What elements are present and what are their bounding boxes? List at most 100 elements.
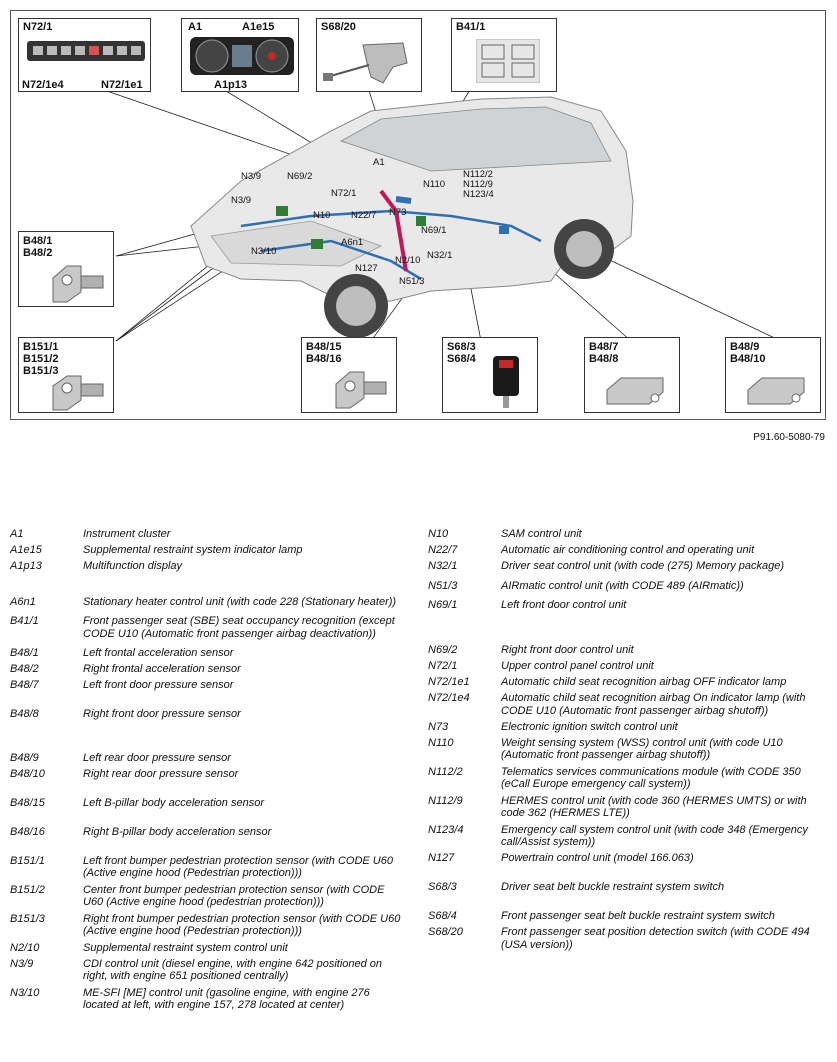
- legend-code: A6n1: [10, 595, 36, 608]
- callout-b48-15: B48/15 B48/16: [301, 337, 397, 413]
- callout-label: B48/10: [730, 353, 766, 365]
- car-label: N112/9: [463, 179, 493, 190]
- car-label: N3/10: [251, 246, 276, 257]
- callout-b48-7: B48/7 B48/8: [584, 337, 680, 413]
- legend-desc: Driver seat control unit (with code (275…: [501, 560, 785, 572]
- legend-code: A1p13: [10, 560, 42, 572]
- legend-code: N72/1: [428, 659, 458, 672]
- legend-code: B41/1: [10, 615, 39, 627]
- legend-desc: Stationary heater control unit (with cod…: [83, 595, 397, 608]
- acceleration-sensor-image: [52, 265, 104, 303]
- component-location-diagram: N3/9 N69/2 A1 N72/1 N110 N112/2 N112/9 N…: [10, 10, 826, 420]
- legend-code: B48/16: [10, 826, 45, 838]
- callout-b151: B151/1 B151/2 B151/3: [18, 337, 114, 413]
- car-label: N2/10: [395, 255, 420, 266]
- callout-label: S68/4: [447, 353, 476, 365]
- car-labels: N3/9 N69/2 A1 N72/1 N110 N112/2 N112/9 N…: [231, 157, 494, 287]
- legend-desc: Left frontal acceleration sensor: [83, 647, 234, 659]
- legend-desc: Electronic ignition switch control unit: [501, 720, 678, 733]
- legend-desc: SAM control unit: [501, 528, 582, 540]
- car-label: N3/9: [231, 195, 251, 206]
- legend-desc: Supplemental restraint system control un…: [83, 941, 288, 954]
- legend-row: N10 SAM control unit: [428, 528, 828, 541]
- vehicle-illustration: N3/9 N69/2 A1 N72/1 N110 N112/2 N112/9 N…: [100, 70, 782, 342]
- legend-row: B48/10 Right rear door pressure sensor: [10, 768, 410, 781]
- callout-label: B48/2: [23, 247, 53, 259]
- instrument-cluster-image: [190, 37, 294, 75]
- legend-code: A1: [10, 528, 24, 540]
- legend-desc: Right front door pressure sensor: [83, 707, 241, 720]
- legend-desc: Multifunction display: [83, 560, 183, 572]
- legend-code: B151/3: [10, 912, 45, 925]
- diagram-reference-number: P91.60-5080-79: [753, 432, 825, 443]
- legend-desc: Right B-pillar body acceleration sensor: [83, 826, 272, 838]
- legend-code: N69/1: [428, 599, 458, 611]
- car-silhouette: [190, 96, 634, 338]
- legend-code: S68/4: [428, 909, 457, 922]
- legend-code: N112/2: [428, 765, 463, 778]
- callout-label: B151/2: [23, 353, 59, 365]
- seat-belt-buckle-image: [493, 356, 519, 408]
- legend-desc: CDI control unit (diesel engine, with en…: [83, 957, 383, 983]
- callout-n72-1: N72/1 N72/1e4 N72/1e1: [18, 18, 151, 92]
- legend-code: B48/10: [10, 768, 45, 780]
- callout-label: A1p13: [214, 79, 248, 91]
- seat-occupancy-mat-image: [476, 39, 540, 83]
- legend-code: N72/1e4: [428, 692, 470, 704]
- legend-desc: Front passenger seat position detection …: [501, 926, 810, 951]
- legend-code: N2/10: [10, 941, 40, 954]
- legend-desc: Right rear door pressure sensor: [83, 768, 239, 780]
- car-label: A6n1: [341, 237, 363, 248]
- callout-a1: A1 A1e15 A1p13: [181, 18, 299, 92]
- legend-desc: Left front bumper pedestrian protection …: [83, 854, 393, 880]
- car-label: N22/7: [351, 210, 376, 221]
- legend-code: N73: [428, 720, 449, 733]
- car-label: N51/3: [399, 276, 424, 287]
- callout-label: N72/1e1: [101, 79, 143, 91]
- legend-code: N112/9: [428, 794, 463, 807]
- car-label: N32/1: [427, 250, 452, 261]
- legend-desc: Telematics services communications modul…: [501, 765, 801, 791]
- car-label: N110: [423, 179, 445, 190]
- legend-desc: Driver seat belt buckle restraint system…: [501, 880, 725, 893]
- legend-code: S68/20: [428, 926, 463, 938]
- callout-label: B48/16: [306, 353, 342, 365]
- legend-desc: Weight sensing system (WSS) control unit…: [501, 736, 783, 762]
- legend-code: N3/9: [10, 957, 34, 970]
- legend-desc: Automatic child seat recognition airbag …: [501, 675, 787, 688]
- callout-b48-9: B48/9 B48/10: [725, 337, 821, 413]
- callout-label: B48/7: [589, 341, 619, 353]
- callout-label: B151/3: [23, 365, 59, 377]
- control-panel-image: [27, 41, 145, 61]
- legend-desc: Automatic air conditioning control and o…: [501, 544, 755, 556]
- callout-label: A1e15: [242, 21, 275, 33]
- callout-b41-1: B41/1: [451, 18, 557, 92]
- legend-code: N69/2: [428, 643, 458, 656]
- car-label: N10: [313, 210, 330, 221]
- legend-desc: Left B-pillar body acceleration sensor: [83, 796, 264, 809]
- legend-code: N10: [428, 528, 449, 540]
- callout-label: S68/20: [321, 21, 356, 33]
- car-label: N69/2: [287, 171, 312, 182]
- legend-desc: Right front door control unit: [501, 643, 634, 656]
- legend-desc: Emergency call system control unit (with…: [501, 823, 808, 849]
